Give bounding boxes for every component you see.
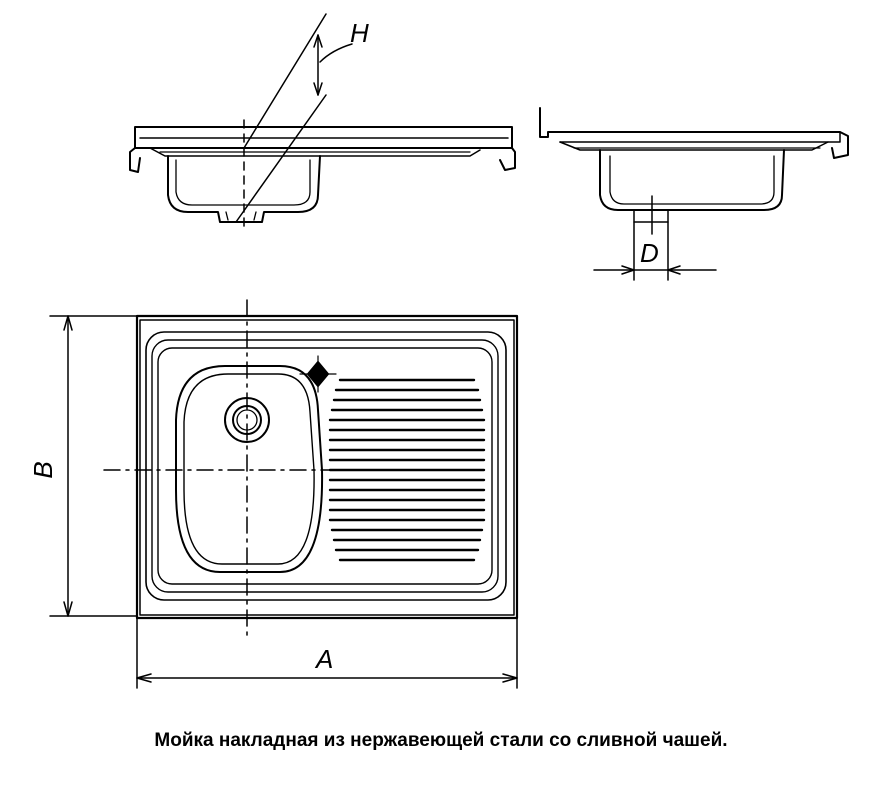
- bowl-section: [167, 155, 321, 223]
- front-section-view: [129, 13, 516, 233]
- plan-bowl: [175, 365, 324, 573]
- side-bowl: [599, 149, 785, 211]
- dim-h-line-2: [235, 94, 327, 223]
- label-a: A: [314, 644, 333, 674]
- rim-left-lip: [129, 147, 141, 173]
- dim-h-line-1: [243, 13, 327, 149]
- label-h: H: [350, 18, 369, 48]
- figure-caption: Мойка накладная из нержавеющей стали со …: [154, 730, 728, 751]
- drainer-grooves: [328, 378, 486, 562]
- side-section-view: [539, 107, 849, 281]
- rim-right-lip: [499, 147, 516, 171]
- label-d: D: [640, 238, 659, 268]
- plan-outer-rim: [135, 314, 519, 620]
- plan-view: [49, 299, 519, 689]
- label-b: B: [28, 461, 58, 478]
